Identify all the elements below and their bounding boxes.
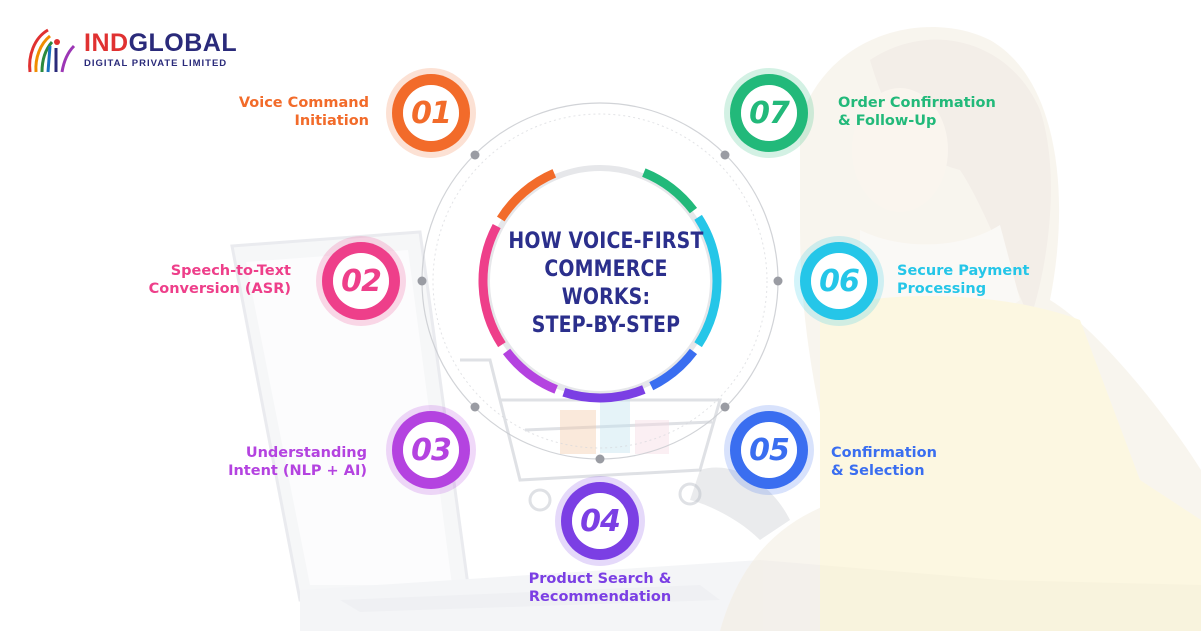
step-02-circle: 02: [322, 242, 400, 320]
brand-name-part1: IND: [84, 29, 129, 57]
step-01-label: Voice Command Initiation: [239, 94, 369, 130]
logo-mark-icon: [28, 28, 76, 73]
ring-segment-01: [496, 169, 557, 222]
step-07-number: 07: [749, 95, 790, 131]
title-line-1: HOW VOICE-FIRST: [508, 229, 704, 254]
step-07-label-line-2: & Follow-Up: [838, 113, 937, 129]
step-07-label: Order Confirmation & Follow-Up: [838, 94, 996, 130]
step-05-label-line-2: & Selection: [831, 463, 925, 479]
connector-dots: [417, 150, 783, 464]
ring-segment-04: [562, 385, 646, 403]
step-05-label: Confirmation & Selection: [831, 444, 937, 480]
step-07-circle: 07: [730, 74, 808, 152]
woman-illustration: [690, 27, 1201, 631]
segment-ring: [478, 168, 722, 403]
brand-name-part2: GLOBAL: [128, 29, 238, 57]
step-03-number: 03: [411, 432, 452, 468]
step-04-label-line-1: Product Search &: [528, 571, 672, 587]
title-line-3: STEP-BY-STEP: [531, 313, 681, 338]
step-06-number: 06: [819, 263, 860, 299]
step-03-label-line-2: Intent (NLP + AI): [228, 463, 367, 479]
cart-illustration: [460, 358, 722, 512]
step-04-circle: 04: [561, 482, 639, 560]
step-05-circle: 05: [730, 411, 808, 489]
step-02-label: Speech-to-Text Conversion (ASR): [149, 262, 291, 298]
step-07-label-line-1: Order Confirmation: [838, 95, 996, 111]
ring-segment-03: [502, 348, 558, 394]
step-03-label-line-1: Understanding: [245, 445, 367, 461]
step-03-label: Understanding Intent (NLP + AI): [228, 444, 367, 480]
diagram-title: HOW VOICE-FIRST COMMERCE WORKS: STEP-BY-…: [506, 228, 706, 340]
brand-name: INDGLOBAL: [84, 29, 237, 58]
ring-segment-02: [478, 223, 506, 348]
step-06-label: Secure Payment Processing: [897, 262, 1029, 298]
ring-segment-07: [642, 168, 698, 214]
step-02-label-line-1: Speech-to-Text: [170, 263, 291, 279]
step-01-circle: 01: [392, 74, 470, 152]
step-05-label-line-1: Confirmation: [831, 445, 937, 461]
step-04-label: Product Search & Recommendation: [520, 570, 680, 606]
step-04-number: 04: [580, 503, 621, 539]
step-06-circle: 06: [800, 242, 878, 320]
ring-segment-05: [649, 348, 698, 391]
step-03-circle: 03: [392, 411, 470, 489]
ring-segment-06: [694, 214, 722, 348]
step-04-label-line-2: Recommendation: [528, 589, 672, 605]
step-02-number: 02: [341, 263, 382, 299]
brand-tagline: DIGITAL PRIVATE LIMITED: [84, 58, 228, 69]
step-06-label-line-1: Secure Payment: [897, 263, 1030, 279]
brand-logo: INDGLOBAL DIGITAL PRIVATE LIMITED: [26, 24, 246, 76]
step-01-label-line-2: Initiation: [294, 113, 369, 129]
step-05-number: 05: [749, 432, 790, 468]
step-01-number: 01: [411, 95, 452, 131]
step-06-label-line-2: Processing: [897, 281, 987, 297]
step-02-label-line-2: Conversion (ASR): [148, 281, 291, 297]
step-01-label-line-1: Voice Command: [238, 95, 369, 111]
title-line-2: COMMERCE WORKS:: [544, 257, 668, 310]
